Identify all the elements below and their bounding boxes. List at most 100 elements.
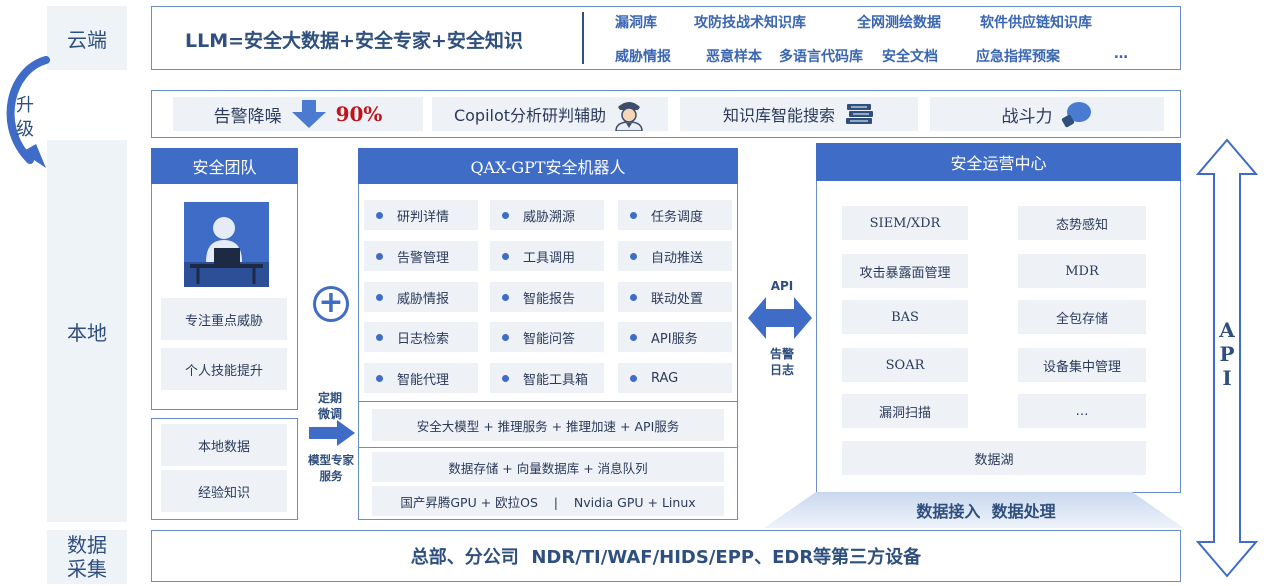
double-arrow-icon bbox=[748, 297, 812, 339]
robot-fn-text: RAG bbox=[651, 370, 679, 386]
bullet-icon bbox=[376, 374, 383, 382]
soc-cell-r1-c0: 攻击暴露面管理 bbox=[842, 254, 968, 288]
alarm-log-label: 告警 日志 bbox=[758, 346, 806, 378]
team-item-skill-text: 个人技能提升 bbox=[184, 363, 263, 379]
officer-icon bbox=[615, 102, 643, 131]
robot-fn-r0-c2: 任务调度 bbox=[618, 200, 732, 230]
bullet-icon bbox=[376, 211, 383, 219]
upgrade-arrow-icon bbox=[6, 56, 50, 168]
robot-fn-text: 日志检索 bbox=[397, 331, 450, 347]
local-side-label: 本地 bbox=[47, 140, 127, 522]
bullet-icon bbox=[630, 293, 637, 301]
api-letter-a: A bbox=[1219, 318, 1235, 342]
robot-fn-r1-c1: 工具调用 bbox=[490, 241, 604, 271]
robot-fn-r2-c1: 智能报告 bbox=[490, 282, 604, 312]
robot-fn-text: 智能工具箱 bbox=[523, 372, 589, 388]
bullet-icon bbox=[630, 333, 637, 341]
bullet-icon bbox=[502, 333, 509, 341]
capability-noise-value: 90% bbox=[335, 102, 383, 126]
capability-noise: 告警降噪 90% bbox=[173, 97, 423, 131]
storage-bar: 数据存储 + 向量数据库 + 消息队列 bbox=[372, 452, 724, 482]
robot-fn-r0-c0: 研判详情 bbox=[364, 200, 478, 230]
soc-cell-text: SOAR bbox=[885, 357, 925, 373]
soc-cell-r3-c0: SOAR bbox=[842, 348, 968, 382]
robot-fn-text: 联动处置 bbox=[651, 291, 704, 307]
local-side-label-text: 本地 bbox=[67, 320, 107, 345]
robot-fn-text: 智能代理 bbox=[397, 372, 450, 388]
capability-noise-label: 告警降噪 bbox=[213, 106, 282, 127]
local-data-item-text: 本地数据 bbox=[197, 439, 250, 455]
robot-fn-text: 威胁情报 bbox=[397, 291, 450, 307]
api-vertical-arrow-icon bbox=[1196, 138, 1258, 578]
bullet-icon bbox=[376, 333, 383, 341]
alarm-log-line1: 告警 bbox=[769, 347, 794, 361]
cloud-tag-more: … bbox=[1114, 46, 1128, 62]
bottom-device-text: 总部、分公司 NDR/TI/WAF/HIDS/EPP、EDR等第三方设备 bbox=[410, 547, 922, 568]
local-data-item: 本地数据 bbox=[161, 424, 287, 466]
cloud-side-label-text: 云端 bbox=[67, 27, 107, 52]
soc-cell-r4-c0: 漏洞扫描 bbox=[842, 394, 968, 428]
robot-fn-text: 研判详情 bbox=[397, 209, 450, 225]
hardware-bar: 国产昇腾GPU + 欧拉OS | Nvidia GPU + Linux bbox=[372, 486, 724, 516]
capability-combat: 战斗力 bbox=[930, 97, 1164, 131]
boxing-glove-icon bbox=[1061, 102, 1091, 128]
bullet-icon bbox=[502, 211, 509, 219]
robot-fn-r0-c1: 威胁溯源 bbox=[490, 200, 604, 230]
robot-fn-text: 自动推送 bbox=[651, 250, 704, 266]
down-arrow-icon bbox=[291, 100, 326, 128]
storage-text: 数据存储 + 向量数据库 + 消息队列 bbox=[448, 460, 648, 476]
cloud-tag-vuln-db: 漏洞库 bbox=[615, 15, 657, 31]
robot-fn-text: 工具调用 bbox=[523, 250, 576, 266]
data-lake: 数据湖 bbox=[842, 441, 1146, 475]
robot-title-text: QAX-GPT安全机器人 bbox=[470, 158, 626, 177]
data-lake-text: 数据湖 bbox=[974, 452, 1014, 468]
capability-copilot: Copilot分析研判辅助 bbox=[432, 97, 668, 131]
soc-cell-r3-c1: 设备集中管理 bbox=[1018, 348, 1146, 382]
cloud-tag-emergency: 应急指挥预案 bbox=[976, 49, 1060, 65]
robot-fn-r4-c0: 智能代理 bbox=[364, 363, 478, 393]
collect-label-line1: 数据 bbox=[67, 533, 107, 557]
bullet-icon bbox=[630, 252, 637, 260]
collect-side-label: 数据 采集 bbox=[47, 530, 127, 584]
soc-cell-r0-c0: SIEM/XDR bbox=[842, 206, 968, 240]
model-expert-line2: 服务 bbox=[319, 469, 343, 483]
robot-fn-r4-c2: RAG bbox=[618, 363, 732, 393]
cloud-tag-code: 多语言代码库 bbox=[779, 49, 863, 65]
cloud-divider bbox=[582, 12, 584, 64]
capability-search: 知识库智能搜索 bbox=[680, 97, 918, 131]
bullet-icon bbox=[502, 374, 509, 382]
robot-fn-text: API服务 bbox=[651, 331, 698, 347]
bullet-icon bbox=[376, 252, 383, 260]
soc-cell-text: 攻击暴露面管理 bbox=[859, 265, 951, 281]
model-expert-line1: 模型专家 bbox=[308, 453, 354, 467]
experience-item: 经验知识 bbox=[161, 470, 287, 512]
soc-cell-r1-c1: MDR bbox=[1018, 254, 1146, 288]
cloud-formula: LLM=安全大数据+安全专家+安全知识 bbox=[185, 30, 523, 52]
fine-tune-arrow-icon bbox=[309, 420, 355, 446]
robot-fn-text: 威胁溯源 bbox=[523, 209, 576, 225]
ingest-ramp bbox=[764, 492, 1184, 528]
soc-title-text: 安全运营中心 bbox=[950, 154, 1047, 173]
cloud-side-label: 云端 bbox=[47, 6, 127, 70]
bullet-icon bbox=[502, 293, 509, 301]
soc-cell-r2-c1: 全包存储 bbox=[1018, 300, 1146, 334]
robot-fn-r2-c2: 联动处置 bbox=[618, 282, 732, 312]
ingest-label: 数据接入 数据处理 bbox=[916, 502, 1056, 521]
cloud-tag-malware: 恶意样本 bbox=[706, 49, 762, 65]
robot-fn-text: 智能问答 bbox=[523, 331, 576, 347]
collect-label-line2: 采集 bbox=[67, 557, 107, 581]
team-item-focus: 专注重点威胁 bbox=[161, 298, 287, 340]
bullet-icon bbox=[630, 211, 637, 219]
robot-divider-2 bbox=[358, 447, 738, 448]
robot-fn-r3-c2: API服务 bbox=[618, 322, 732, 352]
api-letter-p: P bbox=[1219, 342, 1235, 366]
cloud-tag-threat-intel: 威胁情报 bbox=[615, 49, 671, 65]
alarm-log-line2: 日志 bbox=[769, 363, 794, 377]
soc-cell-r4-c1: … bbox=[1018, 394, 1146, 428]
bottom-device-bar: 总部、分公司 NDR/TI/WAF/HIDS/EPP、EDR等第三方设备 bbox=[151, 530, 1181, 582]
soc-cell-text: MDR bbox=[1065, 263, 1099, 279]
plus-circle-icon: + bbox=[313, 286, 349, 322]
robot-fn-r3-c1: 智能问答 bbox=[490, 322, 604, 352]
soc-cell-text: 态势感知 bbox=[1055, 217, 1108, 233]
soc-cell-text: BAS bbox=[891, 309, 919, 325]
